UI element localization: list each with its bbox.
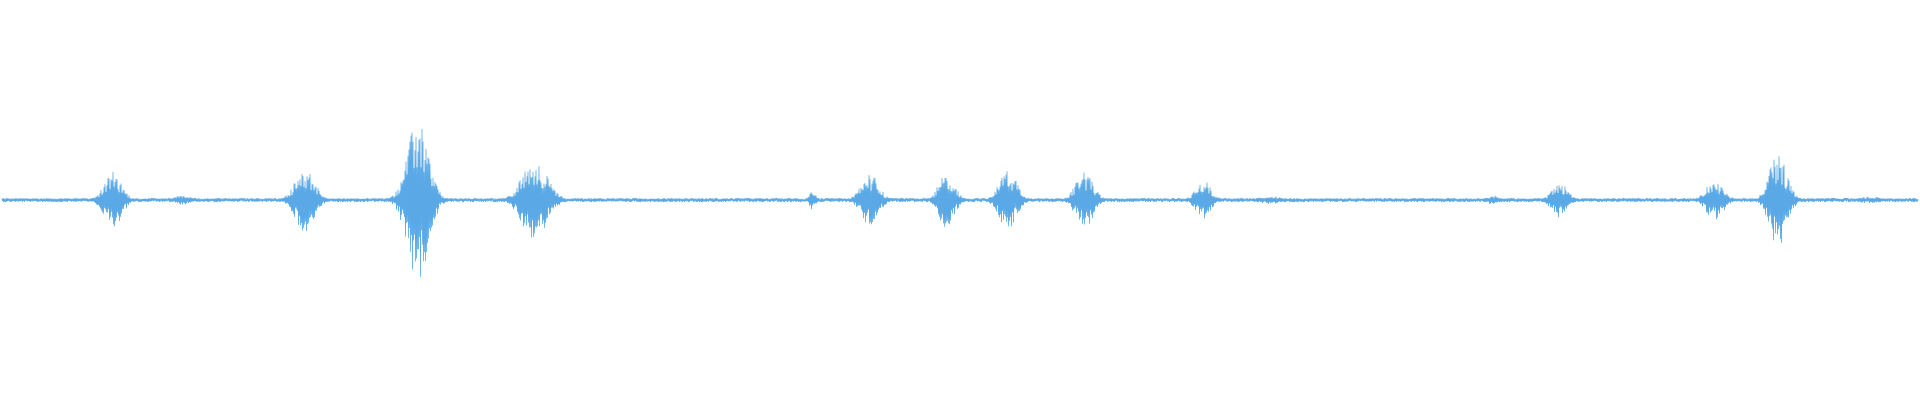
waveform-signal (1, 128, 1919, 277)
